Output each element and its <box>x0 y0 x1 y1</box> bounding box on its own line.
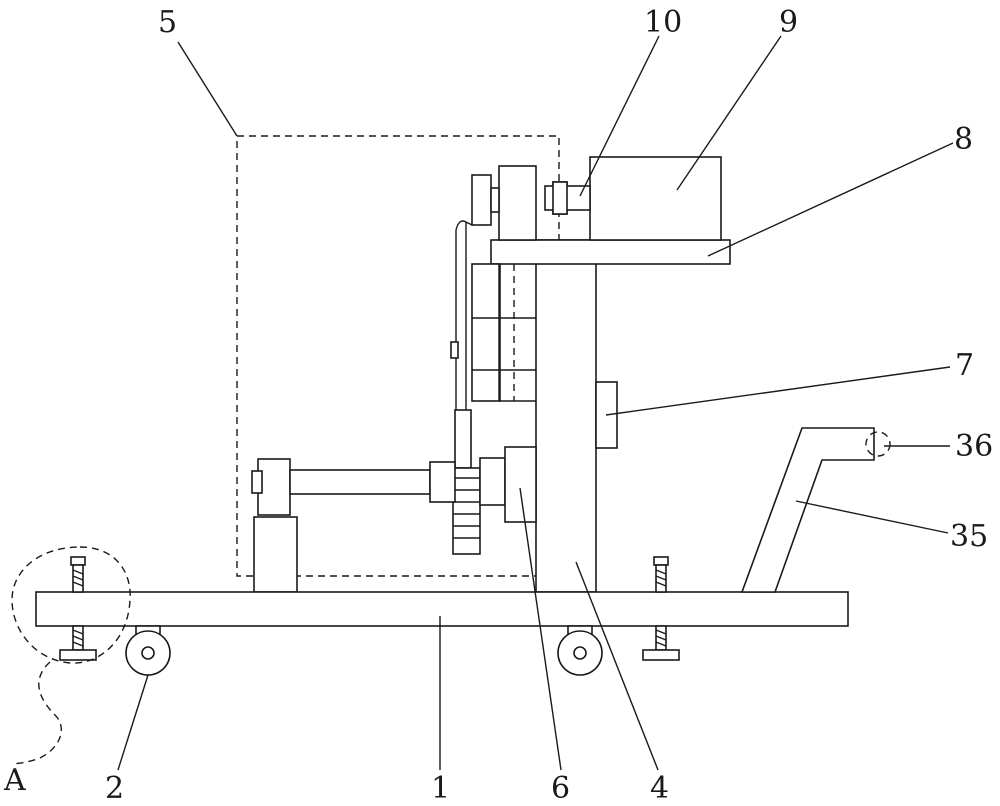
leader-lines <box>117 35 954 771</box>
detail-leader-a <box>13 661 62 765</box>
label-4: 4 <box>650 771 669 806</box>
label-36: 36 <box>955 429 993 464</box>
drive-box <box>504 446 537 523</box>
handle-knob <box>865 431 891 457</box>
coupling-collar <box>552 181 568 215</box>
lower-gear-hub <box>454 409 472 469</box>
label-2: 2 <box>105 771 124 806</box>
right-leveling-foot <box>642 556 680 661</box>
slide-rail <box>471 263 501 402</box>
left-wheel <box>125 625 171 676</box>
label-35: 35 <box>950 519 988 554</box>
left-bearing-cap <box>251 470 263 494</box>
label-A: A <box>3 763 26 798</box>
left-leveling-foot <box>59 556 97 661</box>
base-plate <box>35 591 849 627</box>
label-5: 5 <box>158 5 177 40</box>
vertical-post <box>535 239 597 593</box>
lower-gear <box>452 467 481 555</box>
detail-circle-a <box>11 546 131 664</box>
chain-tensioner <box>450 341 459 359</box>
label-6: 6 <box>551 771 570 806</box>
drive-chain <box>455 220 473 440</box>
push-handle <box>740 427 875 593</box>
upper-pulley <box>471 174 492 226</box>
right-wheel <box>557 625 603 676</box>
shaft-collar <box>429 461 456 503</box>
label-7: 7 <box>955 348 974 383</box>
label-9: 9 <box>779 5 798 40</box>
support-plate <box>490 239 731 265</box>
support-column <box>253 516 298 593</box>
label-1: 1 <box>431 771 450 806</box>
horizontal-shaft <box>289 469 431 495</box>
label-8: 8 <box>954 122 973 157</box>
upper-shaft-block <box>498 165 537 241</box>
gear-box <box>479 457 506 506</box>
motor <box>589 156 722 241</box>
upper-shaft <box>490 187 500 213</box>
label-10: 10 <box>644 5 682 40</box>
